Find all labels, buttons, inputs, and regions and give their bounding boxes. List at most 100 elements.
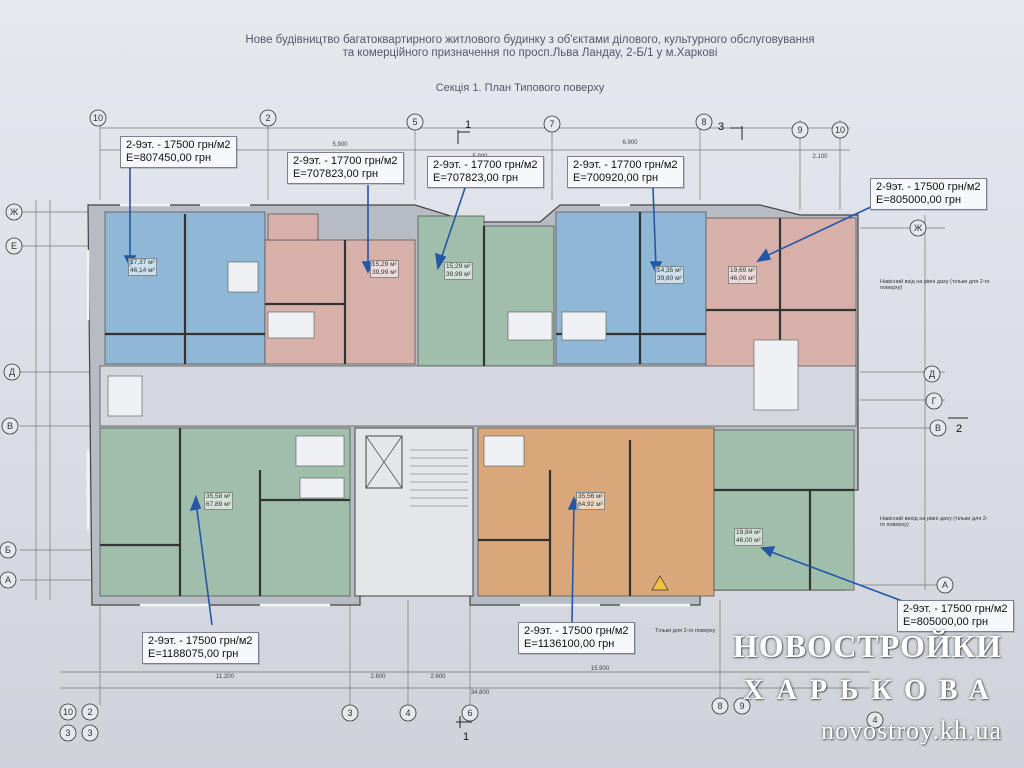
section-mark-top: 1 bbox=[465, 119, 471, 131]
price-callout-2-total: E=707823,00 грн bbox=[293, 168, 379, 180]
axis-top-5: 9 bbox=[797, 125, 802, 135]
axis-bottom-8: 9 bbox=[739, 701, 744, 711]
axis-bottom-0: 10 bbox=[63, 707, 73, 717]
axis-bubbles-top bbox=[89, 109, 849, 139]
apartment-label-a6: 35,58 м² 67,89 м² bbox=[204, 492, 233, 510]
zone-a2 bbox=[264, 239, 416, 365]
watermark-line2: ХАРЬКОВА bbox=[743, 675, 1002, 706]
zone-a4 bbox=[555, 211, 707, 365]
zone-a3 bbox=[417, 215, 485, 367]
stair-core bbox=[354, 427, 474, 597]
price-callout-1-total: E=807450,00 грн bbox=[126, 152, 212, 164]
apt-a1-area1: 17,37 м² bbox=[130, 259, 155, 266]
bathrooms bbox=[107, 261, 799, 499]
apt-a7-area2: 64,92 м² bbox=[578, 501, 603, 508]
price-callout-5: 2-9эт. - 17500 грн/м2 E=805000,00 грн bbox=[870, 178, 987, 210]
price-callout-6: 2-9эт. - 17500 грн/м2 E=1188075,00 грн bbox=[142, 632, 259, 664]
plan-title-line1: Нове будівництво багатоквартирного житло… bbox=[245, 34, 815, 46]
axis-top-2: 5 bbox=[412, 117, 417, 127]
price-callout-4-total: E=700920,00 грн bbox=[573, 172, 659, 184]
apartment-label-a8: 19,84 м² 46,00 м² bbox=[734, 528, 763, 546]
dim-top-4: 2.100 bbox=[812, 154, 828, 160]
apt-a5-area1: 19,69 м² bbox=[730, 267, 755, 274]
price-callout-4: 2-9эт. - 17700 грн/м2 E=700920,00 грн bbox=[567, 156, 684, 188]
price-callout-3-rate: 2-9эт. - 17700 грн/м2 bbox=[433, 159, 538, 171]
axis-grid bbox=[20, 120, 945, 705]
zone-a2-loggia bbox=[267, 213, 319, 241]
apartment-label-a2: 15,29 м² 39,99 м² bbox=[370, 260, 399, 278]
axis-right-3: Г bbox=[932, 396, 937, 406]
axis-left-1: Е bbox=[11, 241, 17, 251]
axis-labels: 10 2 5 7 8 9 10 10 2 3 3 3 4 6 8 9 4 Ж Е… bbox=[5, 113, 948, 738]
axis-left-3: В bbox=[7, 421, 13, 431]
zone-a3b bbox=[483, 225, 555, 367]
axis-right-0: Ж bbox=[914, 223, 923, 233]
axis-left-4: Б bbox=[5, 545, 11, 555]
axis-bottom-7: 8 bbox=[717, 701, 722, 711]
price-callout-8: 2-9эт. - 17500 грн/м2 E=805000,00 грн bbox=[897, 600, 1014, 632]
price-callout-5-total: E=805000,00 грн bbox=[876, 194, 962, 206]
price-callout-7-rate: 2-9эт. - 17500 грн/м2 bbox=[524, 625, 629, 637]
price-callout-2: 2-9эт. - 17700 грн/м2 E=707823,00 грн bbox=[287, 152, 404, 184]
apt-a8-area2: 46,00 м² bbox=[736, 537, 761, 544]
price-callout-8-total: E=805000,00 грн bbox=[903, 616, 989, 628]
apt-a6-area1: 35,58 м² bbox=[206, 493, 231, 500]
axis-top-4: 8 bbox=[701, 117, 706, 127]
warning-icon bbox=[651, 575, 669, 591]
section-mark-labels: 1 3 2 1 bbox=[463, 119, 962, 743]
price-callout-2-rate: 2-9эт. - 17700 грн/м2 bbox=[293, 155, 398, 167]
apt-a3-area2: 39,99 м² bbox=[446, 271, 471, 278]
plan-title: Нове будівництво багатоквартирного житло… bbox=[150, 34, 910, 60]
dim-bottom-total: 34.800 bbox=[471, 690, 490, 696]
plan-subtitle: Секція 1. План Типового поверху bbox=[435, 82, 605, 94]
apartment-label-a3: 15,29 м² 39,99 м² bbox=[444, 262, 473, 280]
note-right-2: Навісний вихід на рівні даху (тільки для… bbox=[880, 516, 988, 528]
apt-a4-area2: 39,60 м² bbox=[657, 275, 682, 282]
price-callout-5-rate: 2-9эт. - 17500 грн/м2 bbox=[876, 181, 981, 193]
axis-bottom-5: 4 bbox=[405, 708, 410, 718]
apt-a7-area1: 35,56 м² bbox=[578, 493, 603, 500]
section-mark-top-right: 3 bbox=[718, 121, 724, 133]
apartment-label-a4: 14,35 м² 39,60 м² bbox=[655, 266, 684, 284]
apartment-label-a1: 17,37 м² 46,14 м² bbox=[128, 258, 157, 276]
watermark-url: novostroy.kh.ua bbox=[821, 716, 1002, 745]
plan-title-line2: та комерційного призначення по просп.Льв… bbox=[342, 47, 718, 59]
watermark-line1: НОВОСТРОЙКИ bbox=[732, 628, 1002, 664]
price-callout-4-rate: 2-9эт. - 17700 грн/м2 bbox=[573, 159, 678, 171]
axis-top-6: 10 bbox=[835, 125, 845, 135]
apt-a2-area2: 39,99 м² bbox=[372, 269, 397, 276]
price-callout-7-total: E=1136100,00 грн bbox=[524, 638, 615, 650]
price-callout-3-total: E=707823,00 грн bbox=[433, 172, 519, 184]
axis-bottom-2: 3 bbox=[65, 728, 70, 738]
axis-bottom-3: 3 bbox=[87, 728, 92, 738]
axis-left-5: А bbox=[5, 575, 11, 585]
axis-bottom-4: 3 bbox=[347, 708, 352, 718]
dim-top-3: 6.900 bbox=[622, 140, 638, 146]
axis-bottom-9: 4 bbox=[872, 715, 877, 725]
axis-bottom-6: 6 bbox=[467, 708, 472, 718]
axis-top-3: 7 bbox=[549, 119, 554, 129]
apartment-label-a5: 19,69 м² 46,00 м² bbox=[728, 266, 757, 284]
axis-top-1: 2 bbox=[265, 113, 270, 123]
axis-bubbles-side bbox=[0, 203, 954, 594]
apt-a5-area2: 46,00 м² bbox=[730, 275, 755, 282]
apt-a3-area1: 15,29 м² bbox=[446, 263, 471, 270]
axis-left-2: Д bbox=[9, 367, 15, 377]
apt-a8-area1: 19,84 м² bbox=[736, 529, 761, 536]
price-callout-3: 2-9эт. - 17700 грн/м2 E=707823,00 грн bbox=[427, 156, 544, 188]
apartment-label-a7: 35,56 м² 64,92 м² bbox=[576, 492, 605, 510]
price-callout-7: 2-9эт. - 17500 грн/м2 E=1136100,00 грн bbox=[518, 622, 635, 654]
axis-right-2: Д bbox=[929, 369, 935, 379]
axis-top-0: 10 bbox=[93, 113, 103, 123]
corridor bbox=[99, 365, 857, 427]
dim-top-1: 5.900 bbox=[332, 142, 348, 148]
windows bbox=[86, 203, 690, 607]
section-mark-right: 2 bbox=[956, 423, 962, 435]
price-callout-1: 2-9эт. - 17500 грн/м2 E=807450,00 грн bbox=[120, 136, 237, 168]
axis-bottom-1: 2 bbox=[87, 707, 92, 717]
price-callout-1-rate: 2-9эт. - 17500 грн/м2 bbox=[126, 139, 231, 151]
axis-right-4: В bbox=[935, 423, 941, 433]
price-arrows bbox=[123, 168, 906, 626]
dim-bottom-right: 15.900 bbox=[591, 666, 610, 672]
